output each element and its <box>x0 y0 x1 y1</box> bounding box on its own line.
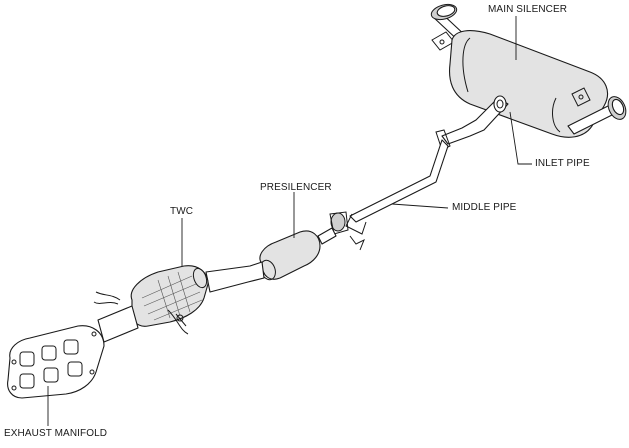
main-silencer-part <box>430 3 627 138</box>
leader-lines <box>47 16 532 426</box>
presilencer-label: PRESILENCER <box>260 182 332 193</box>
middle-pipe-label: MIDDLE PIPE <box>452 202 517 213</box>
exhaust-manifold-part <box>7 305 139 399</box>
main-silencer-label: MAIN SILENCER <box>488 4 568 15</box>
middle-pipe-part <box>329 139 449 251</box>
inlet-pipe-part <box>435 95 509 151</box>
inlet-pipe-label: INLET PIPE <box>535 158 590 169</box>
twc-label: TWC <box>170 206 194 217</box>
presilencer-part <box>205 227 337 293</box>
exhaust-manifold-label: EXHAUST MANIFOLD <box>4 428 108 439</box>
